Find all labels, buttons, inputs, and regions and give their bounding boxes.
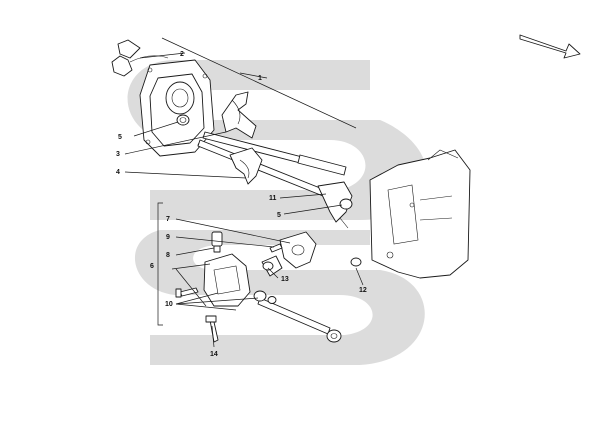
callout-labels: 1 2 3 4 5 5 6 7 8 9 10 11 12 13 14: [116, 51, 367, 358]
callout-2: 2: [180, 51, 184, 58]
direction-arrow-icon: [519, 34, 581, 59]
connector-clip: [111, 39, 169, 77]
gearbox-housing: [369, 149, 471, 279]
shift-fork-upper: [221, 91, 257, 139]
gearbox-cover: [139, 59, 215, 157]
selector-lever: [261, 231, 317, 277]
callout-3: 3: [116, 151, 120, 158]
selector-fork-right: [317, 181, 353, 229]
selector-housing: [203, 253, 251, 307]
sensor-switch: [211, 231, 223, 253]
callout-4: 4: [116, 169, 120, 176]
callout-13: 13: [281, 276, 289, 283]
shift-rail-upper: [202, 131, 347, 176]
plug: [350, 257, 362, 267]
callout-7: 7: [166, 216, 170, 223]
callout-6: 6: [150, 263, 154, 270]
spring-washer: [262, 261, 274, 271]
leader-lines: [124, 52, 364, 348]
shift-fork-lower: [229, 147, 263, 185]
pin-bolt: [269, 243, 283, 253]
callout-9: 9: [166, 234, 170, 241]
oil-seal: [176, 114, 190, 126]
callout-12: 12: [359, 287, 367, 294]
callout-1: 1: [258, 75, 262, 82]
link-rod: [253, 290, 342, 343]
mounting-bolt: [175, 287, 199, 298]
assembly-bracket-6: [157, 202, 163, 326]
callout-11: 11: [269, 195, 277, 202]
callout-14: 14: [210, 351, 218, 358]
assembly-bracket-1: [161, 37, 357, 129]
callout-10: 10: [165, 301, 173, 308]
callout-5-upper: 5: [118, 134, 122, 141]
callout-5-lower: 5: [277, 212, 281, 219]
callout-8: 8: [166, 252, 170, 259]
watermark-logo: [127, 60, 427, 365]
